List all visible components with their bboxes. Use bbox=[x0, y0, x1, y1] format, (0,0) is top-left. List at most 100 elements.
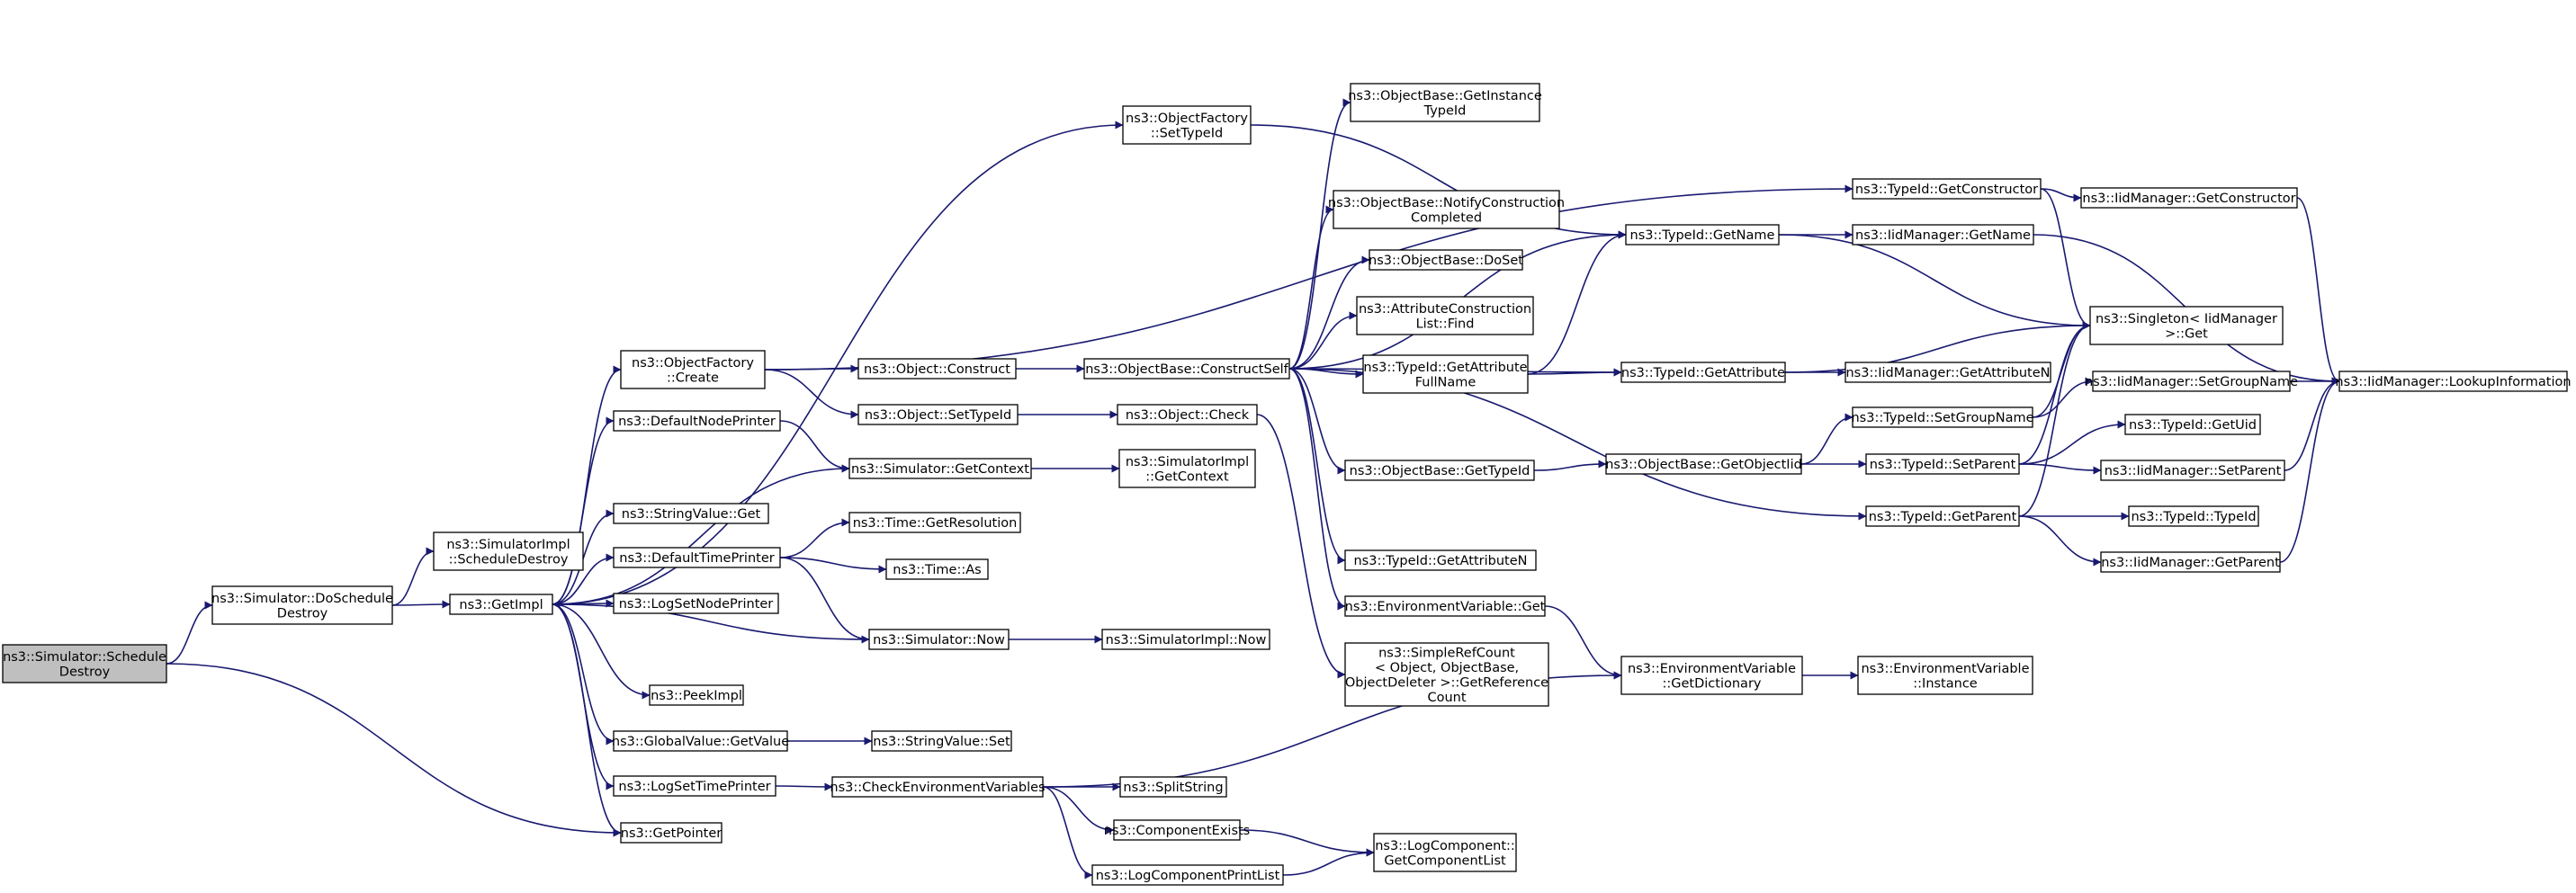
node-objconstruct[interactable]: ns3::Object::Construct bbox=[857, 358, 1017, 380]
node-implctx[interactable]: ns3::SimulatorImpl::GetContext bbox=[1118, 449, 1256, 488]
edge-getimpl-to-ofsettype bbox=[552, 121, 1124, 605]
node-getcomplist[interactable]: ns3::LogComponent::GetComponentList bbox=[1373, 833, 1517, 872]
node-box bbox=[1852, 406, 2033, 428]
node-simnow[interactable]: ns3::Simulator::Now bbox=[868, 629, 1010, 650]
node-iidsetgroup[interactable]: ns3::IidManager::SetGroupName bbox=[2085, 371, 2298, 392]
node-box bbox=[449, 594, 553, 615]
node-tidgetattrn[interactable]: ns3::TypeId::GetAttributeN bbox=[1344, 549, 1537, 571]
node-timeas[interactable]: ns3::Time::As bbox=[885, 558, 989, 580]
node-gvget[interactable]: ns3::GlobalValue::GetValue bbox=[612, 730, 789, 752]
node-label: ns3::ObjectBase::NotifyConstruction bbox=[1328, 196, 1565, 210]
node-getimpl[interactable]: ns3::GetImpl bbox=[449, 594, 553, 615]
node-tidgetname[interactable]: ns3::TypeId::GetName bbox=[1625, 224, 1780, 246]
edge-objcheck-to-simplerefcount bbox=[1256, 414, 1346, 679]
node-iidgetname[interactable]: ns3::IidManager::GetName bbox=[1852, 224, 2034, 246]
node-box bbox=[1857, 656, 2033, 695]
node-label: ns3::IidManager::SetGroupName bbox=[2085, 375, 2298, 389]
node-label: ns3::DefaultNodePrinter bbox=[618, 415, 776, 429]
node-envinstance[interactable]: ns3::EnvironmentVariable::Instance bbox=[1857, 656, 2033, 695]
node-getpointer[interactable]: ns3::GetPointer bbox=[620, 822, 723, 844]
node-label: Destroy bbox=[277, 606, 328, 621]
node-label: List::Find bbox=[1416, 317, 1475, 331]
node-box bbox=[831, 776, 1044, 798]
node-tidgetattr[interactable]: ns3::TypeId::GetAttribute bbox=[1620, 362, 1786, 383]
node-objbasecs[interactable]: ns3::ObjectBase::ConstructSelf bbox=[1083, 358, 1290, 380]
node-checkenv[interactable]: ns3::CheckEnvironmentVariables bbox=[830, 776, 1046, 798]
node-label: ns3::TypeId::GetConstructor bbox=[1855, 183, 2038, 197]
node-ofsettype[interactable]: ns3::ObjectFactory::SetTypeId bbox=[1122, 105, 1252, 145]
node-box bbox=[1101, 629, 1270, 650]
edge-tidgetctor-to-iidgetctor bbox=[2040, 188, 2082, 202]
node-box bbox=[2338, 371, 2568, 392]
edge-tidsetgroup-to-iidsetgroup bbox=[2032, 377, 2094, 418]
node-simctx[interactable]: ns3::Simulator::GetContext bbox=[848, 458, 1032, 479]
edge-tidgetattr-to-singleton bbox=[1784, 321, 2091, 373]
node-defnode[interactable]: ns3::DefaultNodePrinter bbox=[613, 410, 781, 432]
node-box bbox=[2092, 371, 2291, 392]
node-doset[interactable]: ns3::ObjectBase::DoSet bbox=[1369, 249, 1523, 271]
node-label: ns3::ObjectFactory bbox=[632, 356, 754, 371]
node-label: ns3::TypeId::SetParent bbox=[1870, 458, 2016, 472]
node-splitstr[interactable]: ns3::SplitString bbox=[1119, 776, 1227, 798]
node-tidgetuid[interactable]: ns3::TypeId::GetUid bbox=[2124, 414, 2261, 435]
node-strget[interactable]: ns3::StringValue::Get bbox=[613, 503, 769, 524]
node-iidsetparent[interactable]: ns3::IidManager::SetParent bbox=[2100, 460, 2285, 481]
node-box bbox=[433, 531, 584, 571]
node-objgetobjtid[interactable]: ns3::ObjectBase::GetObjectIid bbox=[1605, 453, 1802, 475]
node-timeres[interactable]: ns3::Time::GetResolution bbox=[848, 512, 1021, 533]
node-label: FullName bbox=[1415, 375, 1476, 389]
node-tidgetctor[interactable]: ns3::TypeId::GetConstructor bbox=[1852, 178, 2042, 200]
node-ofcreate[interactable]: ns3::ObjectFactory::Create bbox=[620, 350, 766, 389]
node-iidgetparent[interactable]: ns3::IidManager::GetParent bbox=[2100, 551, 2281, 573]
node-compexists[interactable]: ns3::ComponentExists bbox=[1104, 819, 1251, 841]
node-envdict[interactable]: ns3::EnvironmentVariable::GetDictionary bbox=[1620, 656, 1803, 695]
node-tidsetgroup[interactable]: ns3::TypeId::SetGroupName bbox=[1851, 406, 2034, 428]
node-objbasegettid[interactable]: ns3::ObjectBase::GetTypeId bbox=[1344, 460, 1535, 481]
node-label: ObjectDeleter >::GetReference bbox=[1345, 675, 1548, 690]
node-implsched[interactable]: ns3::SimulatorImpl::ScheduleDestroy bbox=[433, 531, 584, 571]
node-logcompprint[interactable]: ns3::LogComponentPrintList bbox=[1091, 864, 1284, 886]
node-label: ns3::ObjectBase::GetTypeId bbox=[1350, 464, 1530, 478]
node-tidtypeid[interactable]: ns3::TypeId::TypeId bbox=[2128, 505, 2259, 527]
node-box bbox=[848, 512, 1021, 533]
node-notifycc[interactable]: ns3::ObjectBase::NotifyConstructionCompl… bbox=[1328, 190, 1565, 229]
node-box bbox=[1113, 819, 1241, 841]
node-label: ns3::GetImpl bbox=[459, 598, 543, 612]
node-objsettype[interactable]: ns3::Object::SetTypeId bbox=[857, 404, 1019, 425]
node-label: ::Create bbox=[667, 371, 719, 385]
node-tidgetparent[interactable]: ns3::TypeId::GetParent bbox=[1865, 505, 2020, 527]
node-logtime[interactable]: ns3::LogSetTimePrinter bbox=[613, 775, 776, 797]
node-iidgetattrn[interactable]: ns3::IidManager::GetAttributeN bbox=[1844, 362, 2051, 383]
node-label: ns3::GetPointer bbox=[621, 826, 723, 841]
node-envget[interactable]: ns3::EnvironmentVariable::Get bbox=[1344, 595, 1546, 617]
node-label: ns3::TypeId::GetAttribute bbox=[1363, 361, 1527, 375]
node-box bbox=[1350, 83, 1540, 122]
node-box bbox=[1333, 190, 1560, 229]
node-implnow[interactable]: ns3::SimulatorImpl::Now bbox=[1101, 629, 1270, 650]
edge-tidgetattrfull-to-tidgetname bbox=[1527, 230, 1627, 375]
node-singleton[interactable]: ns3::Singleton< IidManager>::Get bbox=[2089, 306, 2284, 345]
node-objcheck[interactable]: ns3::Object::Check bbox=[1117, 404, 1258, 425]
node-iidlookup[interactable]: ns3::IidManager::LookupInformation bbox=[2335, 371, 2572, 392]
node-label: ns3::ObjectFactory bbox=[1126, 112, 1248, 126]
node-label: ns3::Object::SetTypeId bbox=[865, 408, 1011, 423]
node-peek[interactable]: ns3::PeekImpl bbox=[649, 684, 744, 706]
node-root[interactable]: ns3::Simulator::ScheduleDestroy bbox=[2, 644, 167, 683]
edge-getimpl-to-deftime bbox=[552, 553, 615, 605]
node-strset[interactable]: ns3::StringValue::Set bbox=[871, 730, 1012, 752]
node-box bbox=[1083, 358, 1290, 380]
node-lognode[interactable]: ns3::LogSetNodePrinter bbox=[613, 593, 779, 614]
node-iidgetctor[interactable]: ns3::IidManager::GetConstructor bbox=[2080, 187, 2298, 209]
node-tidsetparent[interactable]: ns3::TypeId::SetParent bbox=[1865, 453, 2020, 475]
edge-tidsetparent-to-tidgetuid bbox=[2018, 420, 2126, 465]
node-simplerefcount[interactable]: ns3::SimpleRefCount< Object, ObjectBase,… bbox=[1344, 642, 1549, 707]
node-label: ns3::Simulator::Now bbox=[873, 633, 1005, 647]
edge-ofcreate-to-tidgetctor bbox=[764, 184, 1853, 371]
node-deftime[interactable]: ns3::DefaultTimePrinter bbox=[613, 547, 781, 568]
node-label: < Object, ObjectBase, bbox=[1375, 661, 1519, 675]
node-box bbox=[2124, 414, 2261, 435]
